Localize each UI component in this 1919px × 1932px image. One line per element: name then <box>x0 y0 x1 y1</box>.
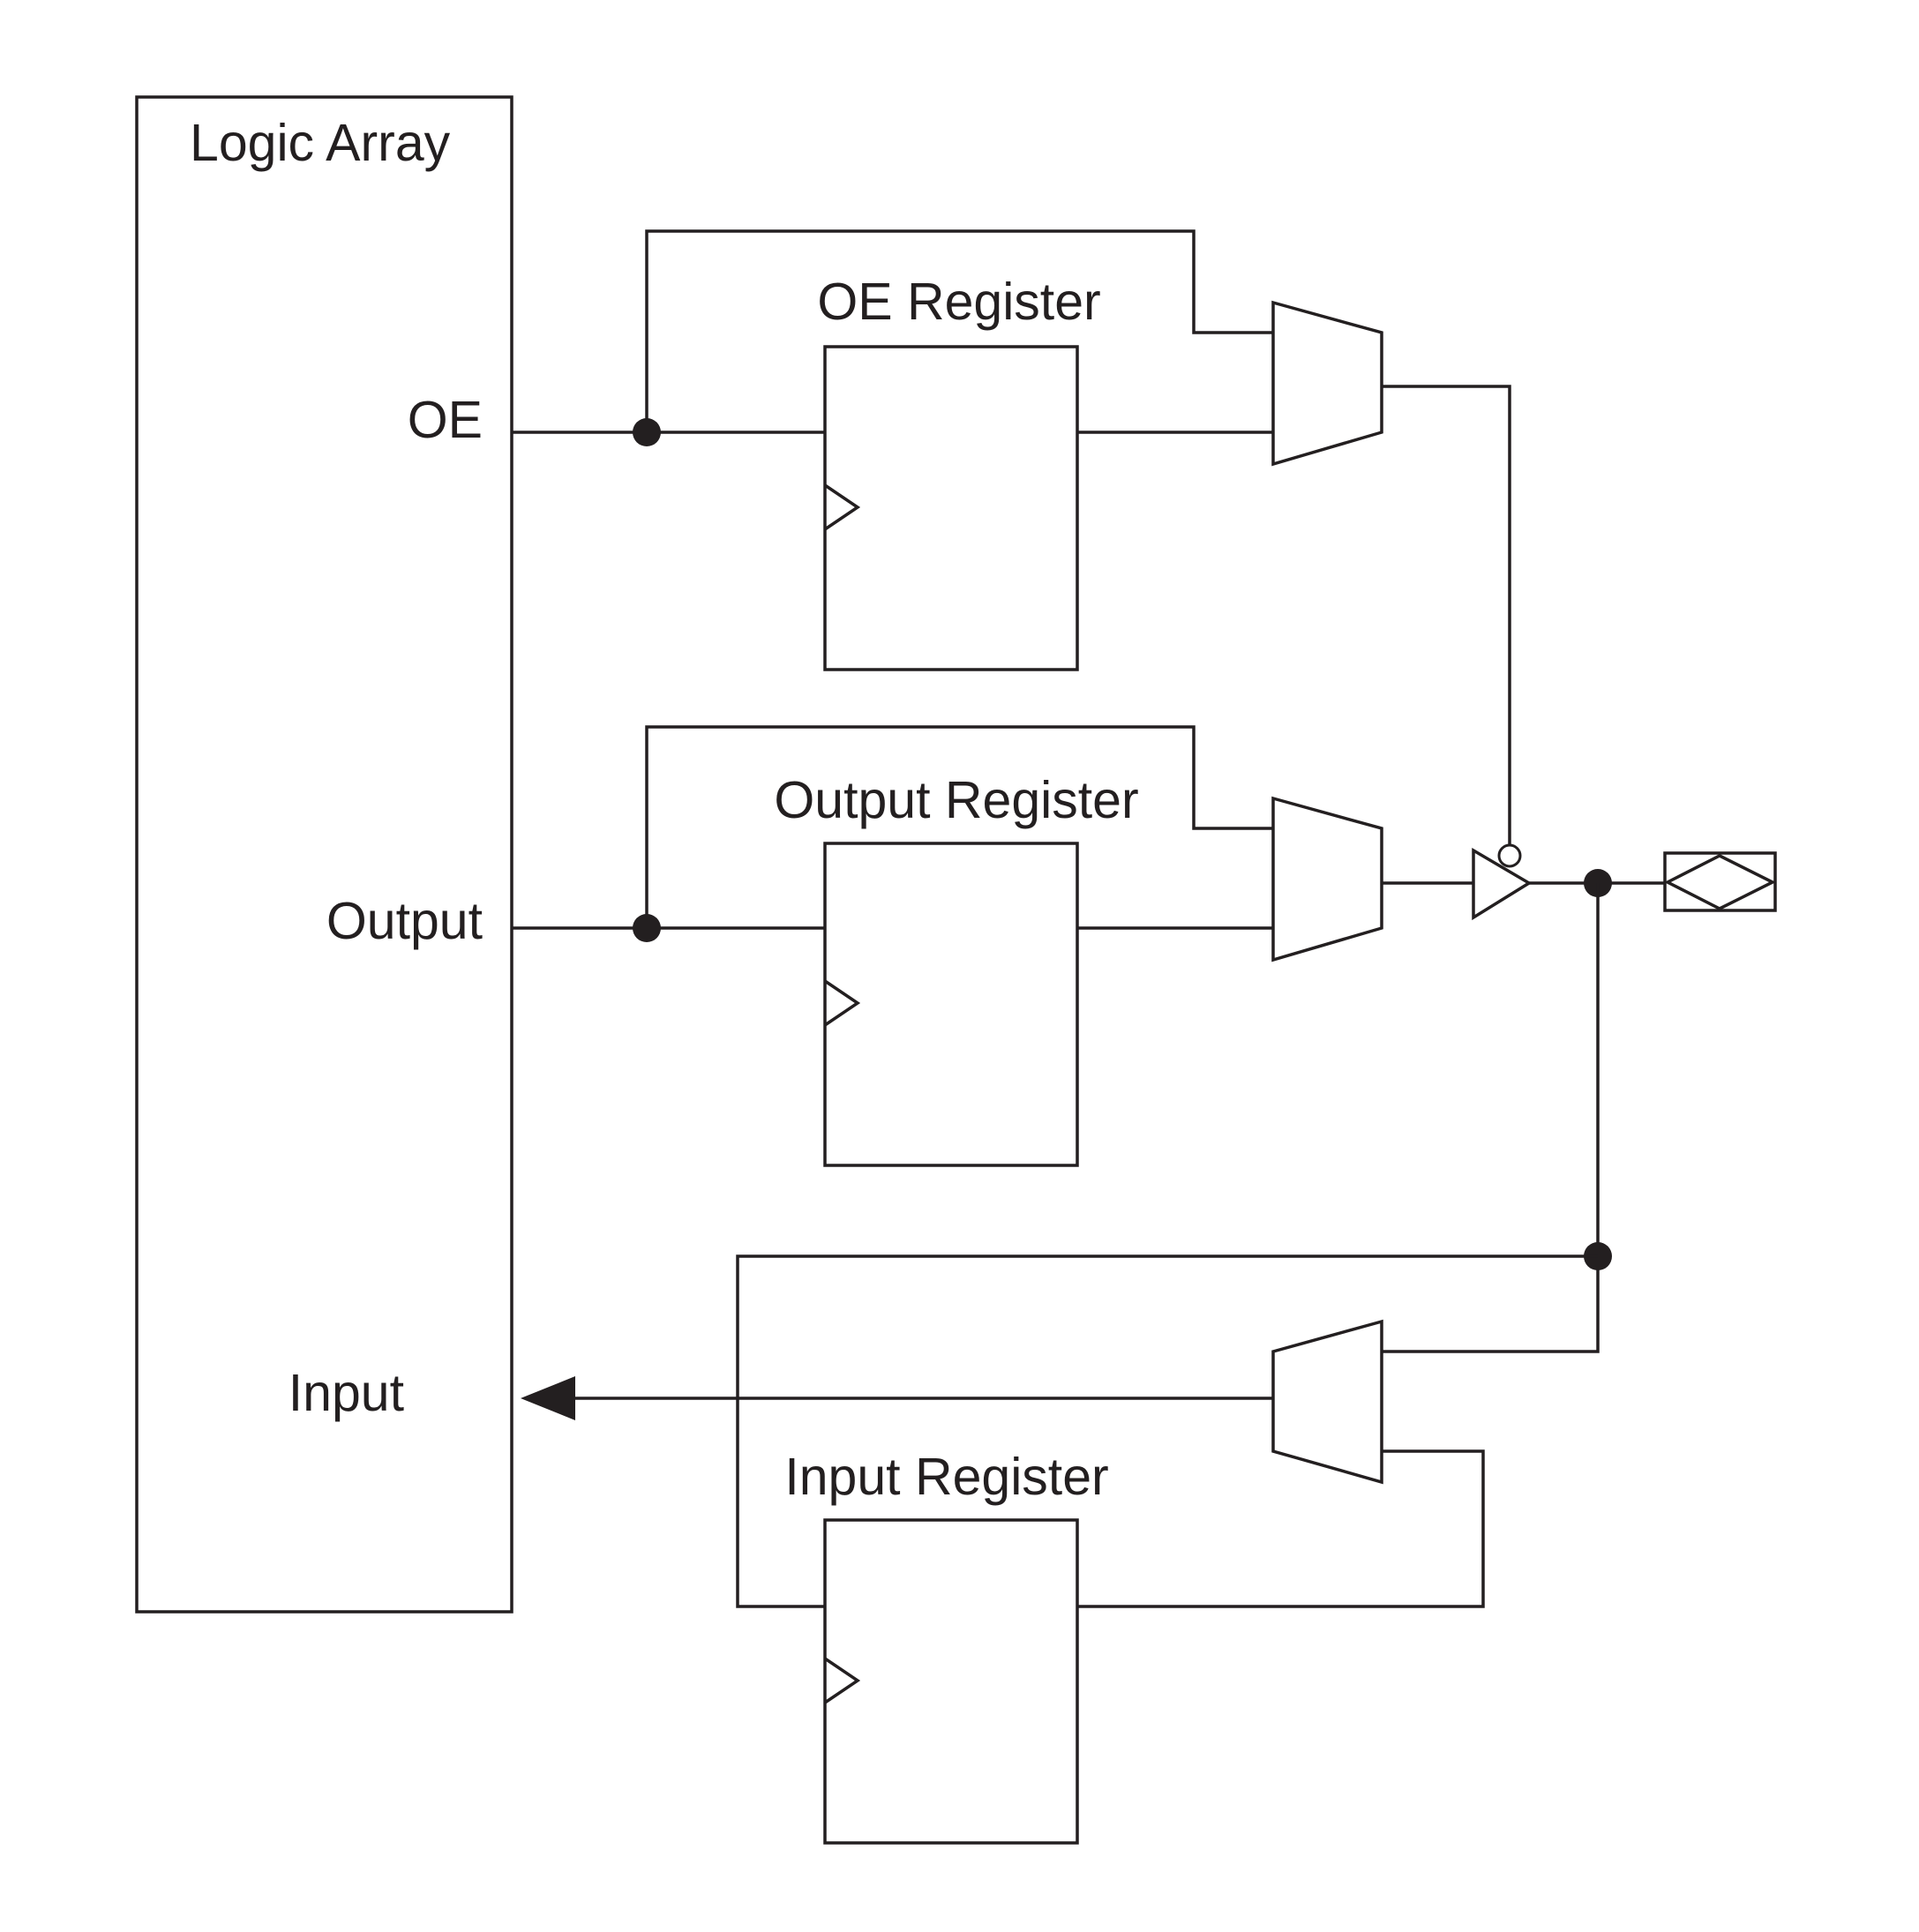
input-mux <box>1271 1319 1383 1485</box>
io-pin-box <box>1663 851 1777 912</box>
tristate-buffer-icon <box>1472 847 1533 921</box>
input-register-label: Input Register <box>784 1448 1108 1506</box>
output-register-clock-icon <box>824 979 861 1027</box>
tristate-output <box>1382 843 1777 1353</box>
oe-register-box <box>823 345 1079 671</box>
output-register-label: Output Register <box>774 771 1138 829</box>
input-register-out-wire <box>1077 1449 1485 1608</box>
output-bypass-wire <box>645 725 1273 928</box>
input-register-clock-icon <box>824 1657 861 1704</box>
input-register-box <box>823 1518 1079 1845</box>
oe-mux <box>1271 300 1383 467</box>
oe-mux-out-wire <box>1382 385 1511 845</box>
oe-junction-dot <box>633 418 661 446</box>
oe-port-label: OE <box>408 391 483 449</box>
input-port-label: Input <box>289 1364 404 1422</box>
output-path: Output Register <box>512 725 1473 1167</box>
io-pin-diamond-icon <box>1664 854 1776 910</box>
output-register-box <box>823 842 1079 1167</box>
logic-array-title: Logic Array <box>190 114 451 172</box>
input-register-feed-wire <box>736 1254 1598 1608</box>
input-arrow-icon <box>521 1376 575 1420</box>
output-mux <box>1271 796 1383 962</box>
input-path: Input Register <box>521 1242 1612 1845</box>
oe-register-clock-icon <box>824 483 861 531</box>
logic-array-block: Logic Array OE Output Input <box>135 95 513 1614</box>
output-junction-dot <box>633 914 661 942</box>
enable-inverter-bubble <box>1497 843 1522 868</box>
oe-bypass-wire <box>645 229 1273 432</box>
oe-path: OE Register <box>512 229 1511 845</box>
pin-feedback-wire <box>1382 883 1600 1353</box>
oe-register-label: OE Register <box>817 273 1100 331</box>
output-port-label: Output <box>326 892 483 950</box>
logic-array-box <box>135 95 513 1614</box>
